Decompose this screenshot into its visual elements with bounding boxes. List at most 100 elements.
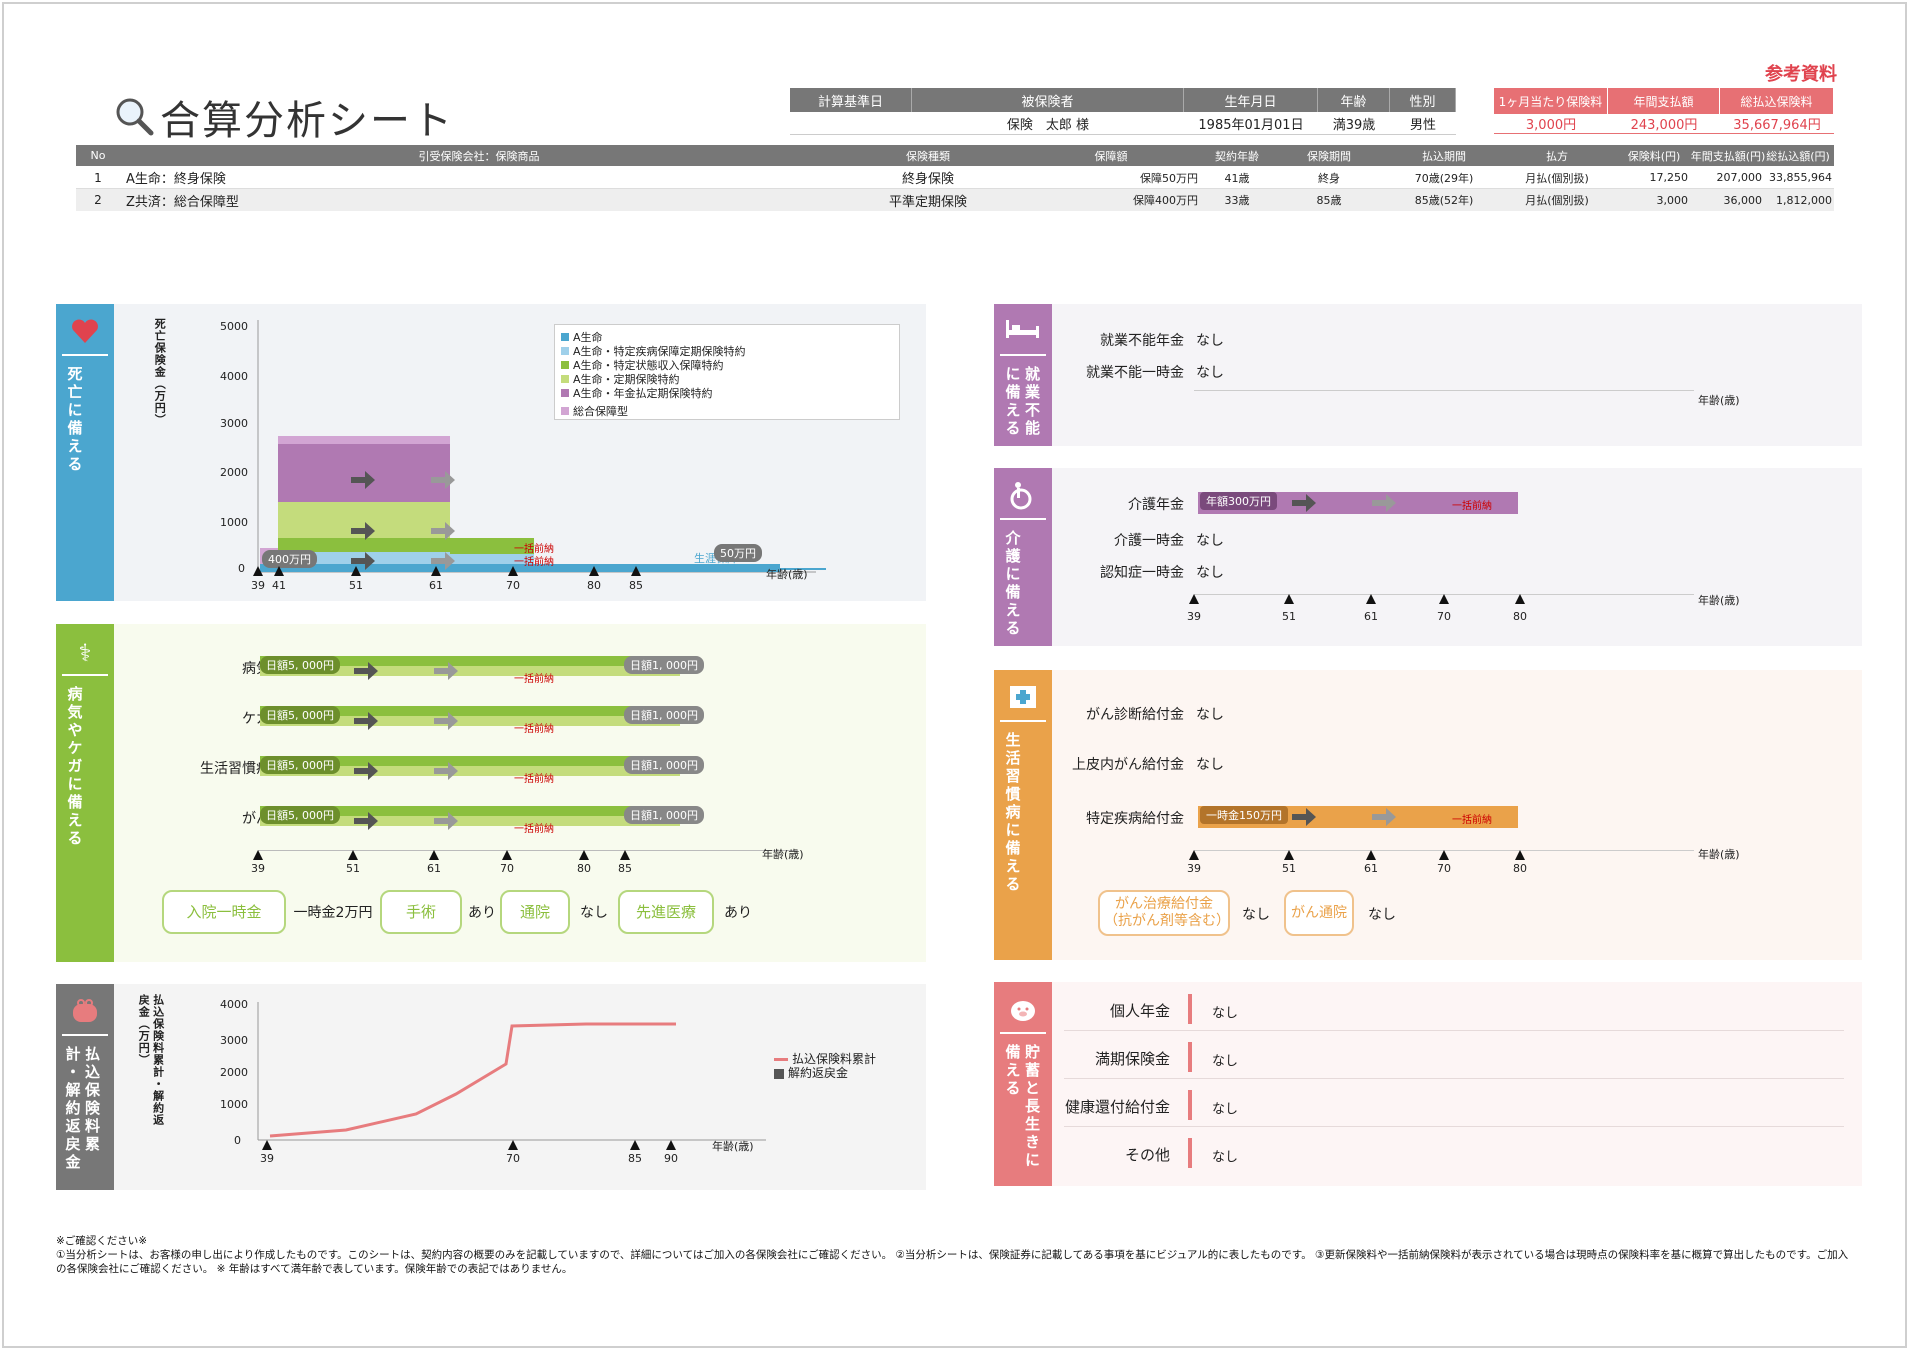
lifestyle-side: 生活習慣病に備える <box>994 670 1052 960</box>
amount-tag: 50万円 <box>714 544 762 562</box>
divider <box>1000 518 1046 520</box>
row-value: なし <box>1212 1150 1239 1165</box>
daily-tag: 日額5, 000円 <box>260 806 340 824</box>
x-tick: 51 <box>1282 862 1296 875</box>
cell: 月払(個別扱) <box>1525 194 1589 207</box>
illness-bar-row <box>260 806 680 826</box>
coverage-bar <box>260 716 680 726</box>
care-bar <box>1198 492 1518 514</box>
x-tick: 70 <box>506 579 520 592</box>
coverage-bar <box>260 656 680 666</box>
benefit-badge: がん治療給付金（抗がん剤等含む） <box>1098 890 1230 936</box>
area-特定疾病 <box>278 552 534 564</box>
stethoscope-icon: ⚕ <box>78 639 92 667</box>
coverage-bar <box>260 666 680 676</box>
cell: 終身 <box>1318 171 1340 185</box>
lump-label: 一括前納 <box>514 824 554 835</box>
col-header: 保険期間 <box>1307 149 1351 163</box>
wheelchair-icon <box>1010 482 1032 510</box>
benefit-badge: 通院 <box>500 890 570 934</box>
lump-label: 一括前納 <box>514 557 554 568</box>
longevity-side: 貯蓄と長生きに備える <box>994 982 1052 1186</box>
arrow-icon <box>431 471 455 489</box>
x-axis-label: 年齢(歳) <box>712 1140 754 1153</box>
cell: 85歳(52年) <box>1414 194 1474 207</box>
col-header: 保険種類 <box>906 149 950 163</box>
y-tick: 0 <box>234 1134 241 1147</box>
annual-tag: 年額300万円 <box>1200 492 1277 510</box>
x-tick: 90 <box>664 1152 678 1165</box>
legend-label: A生命・年金払定期保険特約 <box>573 387 713 400</box>
age-marker <box>274 566 284 576</box>
illness-bar-row <box>260 706 680 726</box>
y-tick: 0 <box>238 562 245 575</box>
legend-item: A生命・特定状態収入保障特約 <box>561 357 724 373</box>
benefit-badge: がん通院 <box>1284 890 1354 936</box>
x-tick: 70 <box>1437 610 1451 623</box>
x-tick: 39 <box>260 1152 274 1165</box>
cell: 2 <box>94 193 102 207</box>
care-side: 介護に備える <box>994 468 1052 646</box>
age-marker <box>431 566 441 576</box>
age-marker <box>1439 594 1449 604</box>
col-header: 保険料(円) <box>1627 149 1681 163</box>
death-panel: 死亡に備える 死亡保険金（万円） 5000 4000 3000 2000 100… <box>56 304 926 601</box>
daily-tag: 日額5, 000円 <box>260 706 340 724</box>
info-value <box>790 113 912 135</box>
x-axis-label: 年齢(歳) <box>766 568 808 581</box>
lifestyle-arrows <box>1292 808 1396 826</box>
x-axis-label: 年齢(歳) <box>762 848 804 861</box>
row-marker <box>1188 1090 1192 1120</box>
x-tick: 51 <box>349 579 363 592</box>
x-axis-label: 年齢(歳) <box>1698 848 1740 861</box>
row-label: 認知症一時金 <box>1100 565 1184 581</box>
arrow-icon <box>1292 808 1316 826</box>
benefit-value: 一時金2万円 <box>293 905 373 921</box>
age-marker <box>1515 594 1525 604</box>
x-tick: 51 <box>1282 610 1296 623</box>
arrow-icon <box>354 662 378 680</box>
legend-label: A生命・特定状態収入保障特約 <box>573 359 724 372</box>
divider <box>1000 720 1046 722</box>
age-marker <box>502 850 512 860</box>
cell: 207,000 <box>1716 171 1763 184</box>
x-tick: 39 <box>251 862 265 875</box>
lump-tag: 一時金150万円 <box>1200 806 1288 824</box>
age-marker <box>1515 850 1525 860</box>
benefit-badge: 手術 <box>380 890 462 934</box>
y-tick: 1000 <box>220 1098 248 1111</box>
illness-arrows <box>354 662 458 830</box>
age-marker <box>262 1140 272 1150</box>
info-header: 被保険者 <box>912 88 1184 112</box>
row-marker <box>1188 1042 1192 1072</box>
arrow-icon <box>351 552 375 570</box>
row-label: 上皮内がん給付金 <box>1072 757 1184 773</box>
cell: 85歳 <box>1316 194 1342 207</box>
row-marker <box>1188 994 1192 1024</box>
table-row: 2 Z共済：総合保障型 平準定期保険 保障400万円 33歳 85歳 85歳(5… <box>76 189 1834 211</box>
piggy-bank-icon <box>1011 1001 1035 1021</box>
cell: 3,000 <box>1656 193 1689 207</box>
x-axis <box>1194 390 1694 391</box>
illness-side-label: 病気やケガに備える <box>65 686 84 848</box>
footer-heading: ※ご確認ください※ <box>56 1235 148 1247</box>
y-tick: 5000 <box>220 320 248 333</box>
legend-item: 払込保険料累計 <box>774 1050 876 1067</box>
age-marker <box>630 1140 640 1150</box>
page-title: 合算分析シート <box>160 98 454 144</box>
purse-icon <box>73 999 97 1022</box>
row-value: なし <box>1196 757 1224 773</box>
cell: 終身保険 <box>901 172 954 187</box>
col-header: 払込期間 <box>1422 149 1466 163</box>
x-tick: 39 <box>1187 862 1201 875</box>
legend-label: A生命・定期保険特約 <box>573 373 680 386</box>
daily-tag: 日額1, 000円 <box>624 806 704 824</box>
row-value: なし <box>1212 1054 1239 1069</box>
summary-value: 243,000円 <box>1608 114 1720 134</box>
y-tick: 2000 <box>220 1066 248 1079</box>
bed-icon <box>1006 320 1039 338</box>
benefit-value: あり <box>468 905 496 921</box>
age-marker <box>508 566 518 576</box>
legend-label: 解約返戻金 <box>788 1066 849 1080</box>
